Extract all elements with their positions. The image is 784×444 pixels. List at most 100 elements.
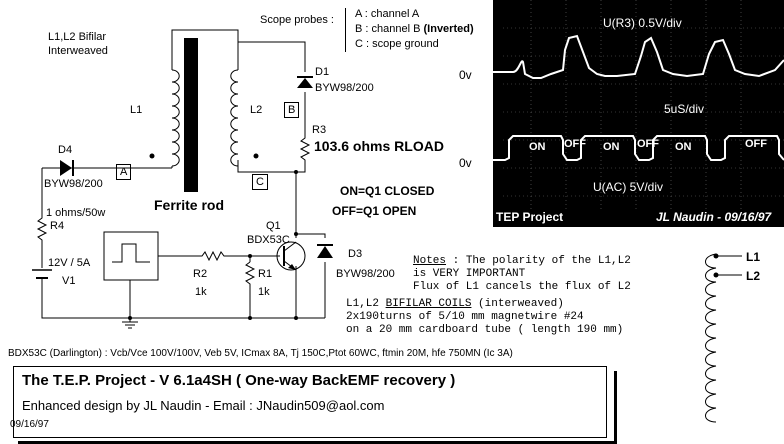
ferrite-rod: [184, 38, 198, 192]
junction-5: [294, 316, 298, 320]
probe-b-desc: B : channel B (Inverted): [355, 23, 474, 35]
pulse-symbol: [112, 243, 150, 263]
probe-c-marker: C: [252, 174, 268, 190]
d1-part: BYW98/200: [315, 82, 374, 94]
q1-collector: [283, 241, 297, 252]
coils-line: L1,L2 BIFILAR COILS (interweaved): [346, 298, 623, 311]
probe-b-marker: B: [284, 102, 300, 118]
d4-label: D4: [58, 144, 73, 156]
scope-zero-top: 0v: [459, 68, 472, 82]
probe-b-text: B : channel B: [355, 23, 424, 35]
wire-l2-bottom: [237, 168, 297, 238]
probe-a-desc: A : channel A: [355, 8, 420, 20]
l2-dot: [253, 153, 259, 159]
oscilloscope-capture: U(R3) 0.5V/div 5uS/div ON OFF ON OFF ON …: [493, 0, 784, 227]
probe-b-inverted: (Inverted): [423, 23, 474, 35]
resistor-r4: [36, 212, 48, 250]
wire-top-d1: [238, 41, 306, 72]
probe-c-desc: C : scope ground: [355, 38, 439, 50]
q1-part: BDX53C: [247, 234, 290, 246]
l1-label: L1: [130, 104, 143, 116]
r2-value: 1k: [195, 286, 207, 298]
diode-d4: [60, 160, 72, 176]
junction-4: [248, 316, 252, 320]
notes-word: Notes: [413, 255, 447, 267]
diode-d3-bar: [317, 244, 333, 246]
resistor-r2: [198, 250, 228, 262]
scope-on-3: ON: [675, 141, 692, 153]
probe-a-marker: A: [116, 164, 132, 180]
tube-line: on a 20 mm cardboard tube ( length 190 m…: [346, 324, 624, 336]
r1-label: R1: [258, 268, 273, 280]
scope-off-3: OFF: [745, 138, 767, 150]
coil-notes: L1,L2 BIFILAR COILS (interweaved) 2x190t…: [346, 298, 623, 337]
title-box: The T.E.P. Project - V 6.1a4SH ( One-way…: [10, 366, 617, 444]
diode-d4-bar: [72, 160, 74, 176]
wire-top-loop: [171, 29, 239, 70]
off-open-label: OFF=Q1 OPEN: [332, 204, 417, 218]
d1-label: D1: [315, 66, 330, 78]
coil-l2: [230, 69, 239, 168]
junction-3: [248, 254, 252, 258]
r1-value: 1k: [258, 286, 270, 298]
v1-value: 12V / 5A: [48, 257, 91, 269]
coil-l1-lead-dot: [713, 253, 719, 259]
scope-footer-left: TEP Project: [496, 210, 564, 224]
scope-probes-label: Scope probes :: [260, 14, 334, 26]
d4-part: BYW98/200: [44, 178, 103, 190]
scope-footer-right: JL Naudin - 09/16/97: [656, 210, 772, 224]
subtitle: Enhanced design by JL Naudin - Email : J…: [22, 398, 385, 413]
transistor-spec: BDX53C (Darlington) : Vcb/Vce 100V/100V,…: [8, 348, 513, 359]
q1-arrow: [288, 264, 296, 270]
diode-d1-bar: [297, 76, 313, 78]
coil-illustration: [705, 253, 717, 423]
coils-suffix: (interweaved): [471, 298, 564, 310]
junction-6: [128, 316, 132, 320]
pulse-generator: [103, 231, 159, 281]
scope-bottom-label: U(AC) 5V/div: [593, 180, 664, 194]
diode-d1: [297, 78, 313, 88]
trace-ur3: [493, 34, 784, 79]
coil-l2-lead-dot: [713, 272, 719, 278]
scope-on-2: ON: [603, 141, 620, 153]
bifilar-note-line1: L1,L2 Bifilar: [48, 31, 107, 43]
junction-1: [294, 170, 298, 174]
polarity-notes: Notes : The polarity of the L1,L2 is VER…: [413, 255, 631, 294]
ferrite-label: Ferrite rod: [154, 197, 225, 213]
coil-l1-label: L1: [746, 250, 761, 264]
notes-line-1: Notes : The polarity of the L1,L2: [413, 255, 631, 268]
resistor-r1: [244, 261, 256, 318]
notes-line-2: is VERY IMPORTANT: [413, 268, 526, 280]
d3-part: BYW98/200: [336, 268, 395, 280]
title: The T.E.P. Project - V 6.1a4SH ( One-way…: [22, 372, 456, 389]
probe-bracket: [345, 8, 347, 52]
rload-label: 103.6 ohms RLOAD: [314, 138, 444, 154]
transistor-q1: [276, 241, 306, 271]
wire-r3-node: [296, 170, 306, 173]
scope-timebase: 5uS/div: [664, 102, 705, 116]
coils-underlined: BIFILAR COILS: [385, 298, 472, 310]
turns-line: 2x190turns of 5/10 mm magnetwire #24: [346, 311, 584, 323]
notes-line-3: Flux of L1 cancels the flux of L2: [413, 281, 631, 293]
coil-l1: [171, 69, 180, 168]
scope-top-label: U(R3) 0.5V/div: [603, 16, 682, 30]
r4-value: 1 ohms/50w: [46, 207, 106, 219]
resistor-r3: [299, 130, 311, 170]
notes-line-1-text: : The polarity of the L1,L2: [446, 255, 631, 267]
d3-label: D3: [348, 248, 363, 260]
q1-label: Q1: [266, 220, 281, 232]
scope-on-1: ON: [529, 141, 546, 153]
scope-off-2: OFF: [637, 138, 659, 150]
scope-off-1: OFF: [564, 138, 586, 150]
coil-l2-label: L2: [746, 269, 761, 283]
trace-uac: [493, 135, 784, 161]
scope-zero-bottom: 0v: [459, 156, 472, 170]
diode-d3: [317, 246, 333, 258]
coils-prefix: L1,L2: [346, 298, 386, 310]
on-closed-label: ON=Q1 CLOSED: [340, 184, 435, 198]
bifilar-note: L1,L2 Bifilar Interweaved: [48, 30, 108, 58]
v1-label: V1: [62, 275, 76, 287]
wire-v1-bottom: [41, 288, 325, 319]
scope-traces: [493, 0, 784, 210]
